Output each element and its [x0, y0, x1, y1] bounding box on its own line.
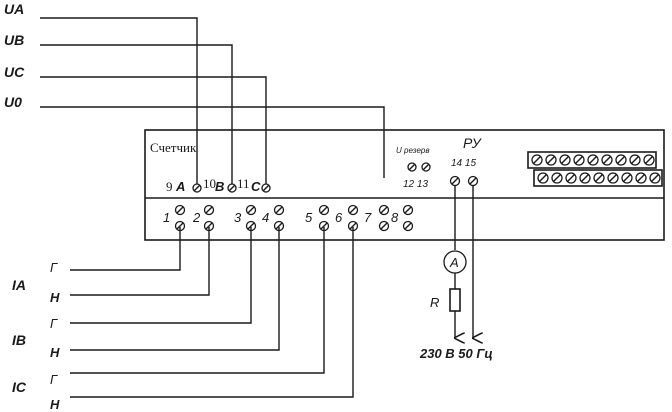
terminal-screw: [192, 183, 202, 193]
terminal-screw: [273, 204, 285, 216]
terminal-block-upper: [527, 151, 657, 169]
terminal-7-label: 7: [364, 210, 372, 225]
supply-label-u0: U0: [4, 94, 22, 110]
resistor-icon: [449, 288, 461, 312]
terminal-screw: [621, 172, 633, 184]
terminal-screw: [565, 172, 577, 184]
wire-u0: [40, 106, 385, 178]
terminal-screw: [601, 154, 613, 166]
terminal-block-lower: [533, 169, 663, 187]
label-ic: IC: [12, 379, 27, 395]
terminal-10-label: 10: [203, 176, 216, 191]
u-reserve-label: U резерв: [396, 146, 430, 155]
terminal-screw: [573, 154, 585, 166]
supply-voltage-label: 230 В 50 Гц: [419, 346, 493, 361]
terminal-screw: [635, 172, 647, 184]
terminal-screw: [551, 172, 563, 184]
terminal-1-label: 1: [163, 210, 170, 225]
label-n-ia: Н: [50, 290, 60, 305]
terminal-a-label: A: [175, 179, 185, 194]
terminal-screw: [378, 220, 390, 232]
terminal-screw: [649, 172, 661, 184]
ammeter-label: A: [449, 255, 459, 270]
terminal-screw: [545, 154, 557, 166]
wire-ic-n: [70, 227, 354, 398]
ru-label: РУ: [463, 135, 483, 151]
terminal-screw: [347, 204, 359, 216]
terminal-screw: [378, 204, 390, 216]
supply-label-ub: UB: [4, 32, 24, 48]
terminal-b-label: B: [215, 179, 224, 194]
terminal-screw: [629, 154, 641, 166]
label-ia: IA: [12, 277, 26, 293]
label-g-ic: Г: [50, 372, 58, 387]
terminal-9-label: 9: [166, 179, 173, 194]
terminal-screw: [531, 154, 543, 166]
terminal-screw: [537, 172, 549, 184]
wire-ib-n: [70, 227, 280, 351]
terminal-screw: [174, 204, 186, 216]
terminal-11-label: 11: [237, 176, 250, 191]
label-g-ia: Г: [50, 260, 58, 275]
terminal-screw: [579, 172, 591, 184]
terminal-screw: [467, 175, 479, 187]
wire-ib-g: [70, 227, 252, 324]
terminal-3-label: 3: [234, 210, 242, 225]
terminal-screw: [402, 204, 414, 216]
ru-terminals: 14 15: [451, 158, 476, 169]
terminal-4-label: 4: [262, 210, 269, 225]
label-n-ib: Н: [50, 345, 60, 360]
terminal-screw: [559, 154, 571, 166]
label-n-ic: Н: [50, 397, 60, 412]
wire-ub: [40, 44, 233, 185]
wire-ic-g: [70, 227, 325, 374]
wire-uc: [40, 76, 267, 185]
terminal-screw: [318, 204, 330, 216]
terminal-screw: [587, 154, 599, 166]
terminal-screw: [203, 204, 215, 216]
meter-box: [144, 129, 665, 241]
label-g-ib: Г: [50, 316, 58, 331]
supply-label-ua: UA: [4, 1, 24, 17]
terminal-6-label: 6: [335, 210, 343, 225]
terminal-screw: [643, 154, 655, 166]
wire-ia-n: [70, 227, 210, 296]
meter-title: Счетчик: [150, 140, 197, 155]
terminal-screw: [421, 162, 431, 172]
terminal-screw: [318, 220, 330, 232]
terminal-screw: [449, 175, 461, 187]
terminal-screw: [245, 204, 257, 216]
terminal-screw: [402, 220, 414, 232]
bottom-terminal-row: [174, 204, 414, 232]
terminal-5-label: 5: [305, 210, 313, 225]
supply-label-uc: UC: [4, 64, 25, 80]
terminal-screw: [615, 154, 627, 166]
terminal-screw: [245, 220, 257, 232]
terminal-screw: [593, 172, 605, 184]
resistor-label: R: [430, 295, 439, 310]
u-reserve-terminals: 12 13: [403, 179, 428, 190]
label-ib: IB: [12, 332, 26, 348]
terminal-8-label: 8: [391, 210, 399, 225]
wire-ia-g: [70, 227, 181, 271]
terminal-screw: [261, 183, 271, 193]
terminal-2-label: 2: [192, 210, 201, 225]
terminal-screw: [407, 162, 417, 172]
terminal-screw: [227, 183, 237, 193]
terminal-c-label: C: [251, 179, 261, 194]
wire-ua: [40, 17, 198, 185]
terminal-screw: [607, 172, 619, 184]
